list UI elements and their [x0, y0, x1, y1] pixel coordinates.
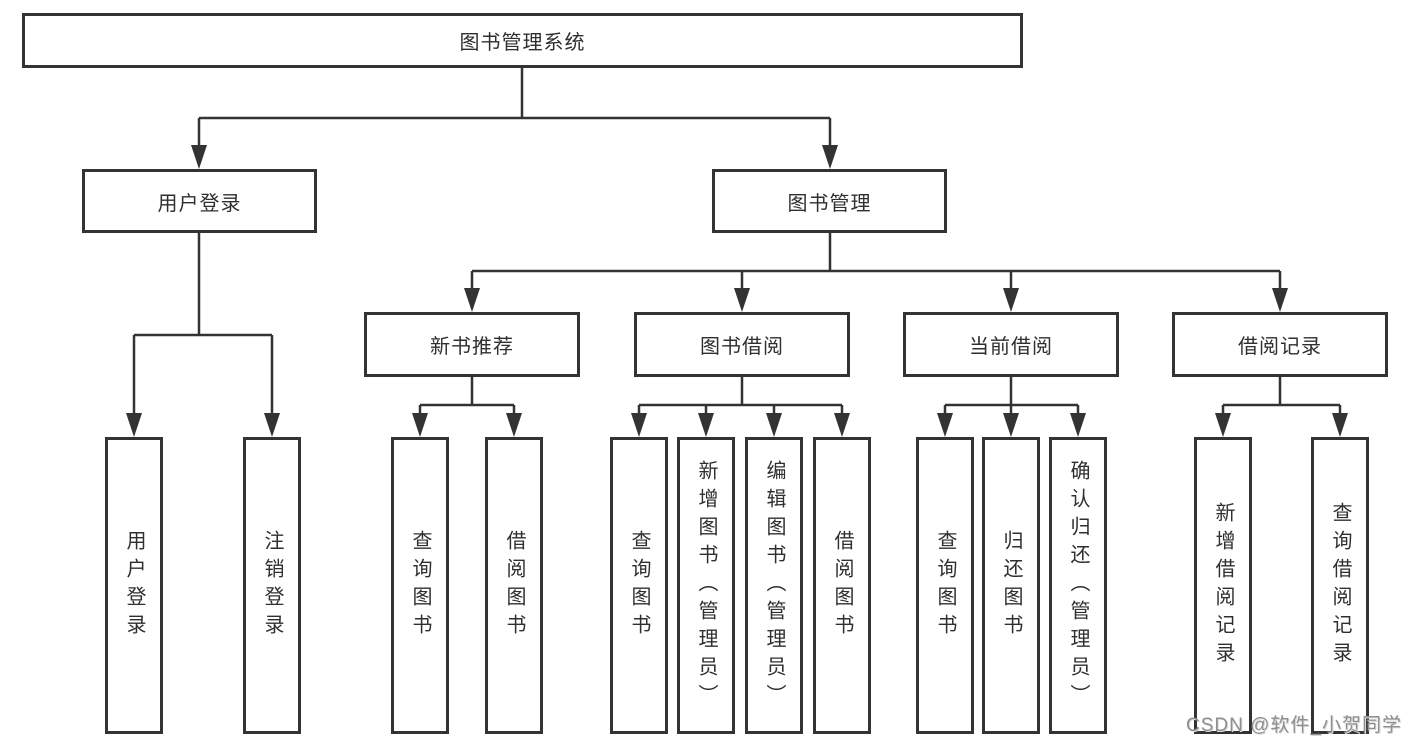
leaf-logout: 注销登录 [243, 437, 301, 734]
node-label: 查询图书 [628, 529, 650, 642]
arrow-down-icon [1003, 288, 1019, 312]
leaf-recommend-borrow-book: 借阅图书 [485, 437, 543, 734]
node-label: 借阅图书 [503, 529, 525, 642]
arrow-down-icon [412, 413, 428, 437]
arrow-down-icon [1332, 413, 1348, 437]
leaf-current-query-book: 查询图书 [916, 437, 974, 734]
arrow-down-icon [822, 145, 838, 169]
leaf-recommend-query-book: 查询图书 [391, 437, 449, 734]
tree-edges [132, 68, 1342, 415]
node-label: 借阅记录 [1238, 336, 1322, 358]
arrow-down-icon [1215, 413, 1231, 437]
node-label: 查询借阅记录 [1329, 501, 1351, 670]
node-label: 新增图书（管理员） [695, 459, 717, 712]
node-new-book-recommend: 新书推荐 [364, 312, 580, 377]
leaf-records-add-record: 新增借阅记录 [1194, 437, 1252, 734]
node-label: 查询图书 [934, 529, 956, 642]
node-label: 用户登录 [157, 192, 242, 215]
node-label: 注销登录 [261, 529, 283, 642]
arrow-down-icon [1003, 413, 1019, 437]
node-current-borrowing: 当前借阅 [903, 312, 1119, 377]
leaf-current-confirm-return-admin: 确认归还（管理员） [1049, 437, 1107, 734]
node-label: 新书推荐 [430, 336, 514, 358]
arrow-down-icon [834, 413, 850, 437]
arrow-down-icon [766, 413, 782, 437]
arrow-down-icon [126, 413, 142, 437]
arrowheads [126, 145, 1348, 437]
node-label: 借阅图书 [831, 529, 853, 642]
node-label: 当前借阅 [969, 336, 1053, 358]
node-book-borrowing: 图书借阅 [634, 312, 850, 377]
leaf-borrowing-borrow-book: 借阅图书 [813, 437, 871, 734]
arrow-down-icon [631, 413, 647, 437]
arrow-down-icon [1272, 288, 1288, 312]
arrow-down-icon [1070, 413, 1086, 437]
arrow-down-icon [734, 288, 750, 312]
node-borrowing-records: 借阅记录 [1172, 312, 1388, 377]
node-label: 查询图书 [409, 529, 431, 642]
node-label: 确认归还（管理员） [1067, 459, 1089, 712]
leaf-user-login: 用户登录 [105, 437, 163, 734]
node-label: 编辑图书（管理员） [763, 459, 785, 712]
node-label: 图书借阅 [700, 336, 784, 358]
arrow-down-icon [464, 288, 480, 312]
leaf-borrowing-query-book: 查询图书 [610, 437, 668, 734]
node-user-login: 用户登录 [82, 169, 317, 233]
leaf-current-return-book: 归还图书 [982, 437, 1040, 734]
leaf-borrowing-edit-book-admin: 编辑图书（管理员） [745, 437, 803, 734]
node-label: 图书管理系统 [459, 32, 586, 54]
node-label: 图书管理 [787, 192, 872, 215]
leaf-borrowing-add-book-admin: 新增图书（管理员） [677, 437, 735, 734]
node-label: 新增借阅记录 [1212, 501, 1234, 670]
arrow-down-icon [937, 413, 953, 437]
arrow-down-icon [191, 145, 207, 169]
csdn-watermark: CSDN @软件_小贺同学 [1186, 715, 1402, 736]
arrow-down-icon [264, 413, 280, 437]
leaf-records-query-record: 查询借阅记录 [1311, 437, 1369, 734]
node-book-management: 图书管理 [712, 169, 947, 233]
node-root: 图书管理系统 [22, 13, 1023, 68]
arrow-down-icon [506, 413, 522, 437]
node-label: 用户登录 [123, 529, 145, 642]
node-label: 归还图书 [1000, 529, 1022, 642]
arrow-down-icon [698, 413, 714, 437]
